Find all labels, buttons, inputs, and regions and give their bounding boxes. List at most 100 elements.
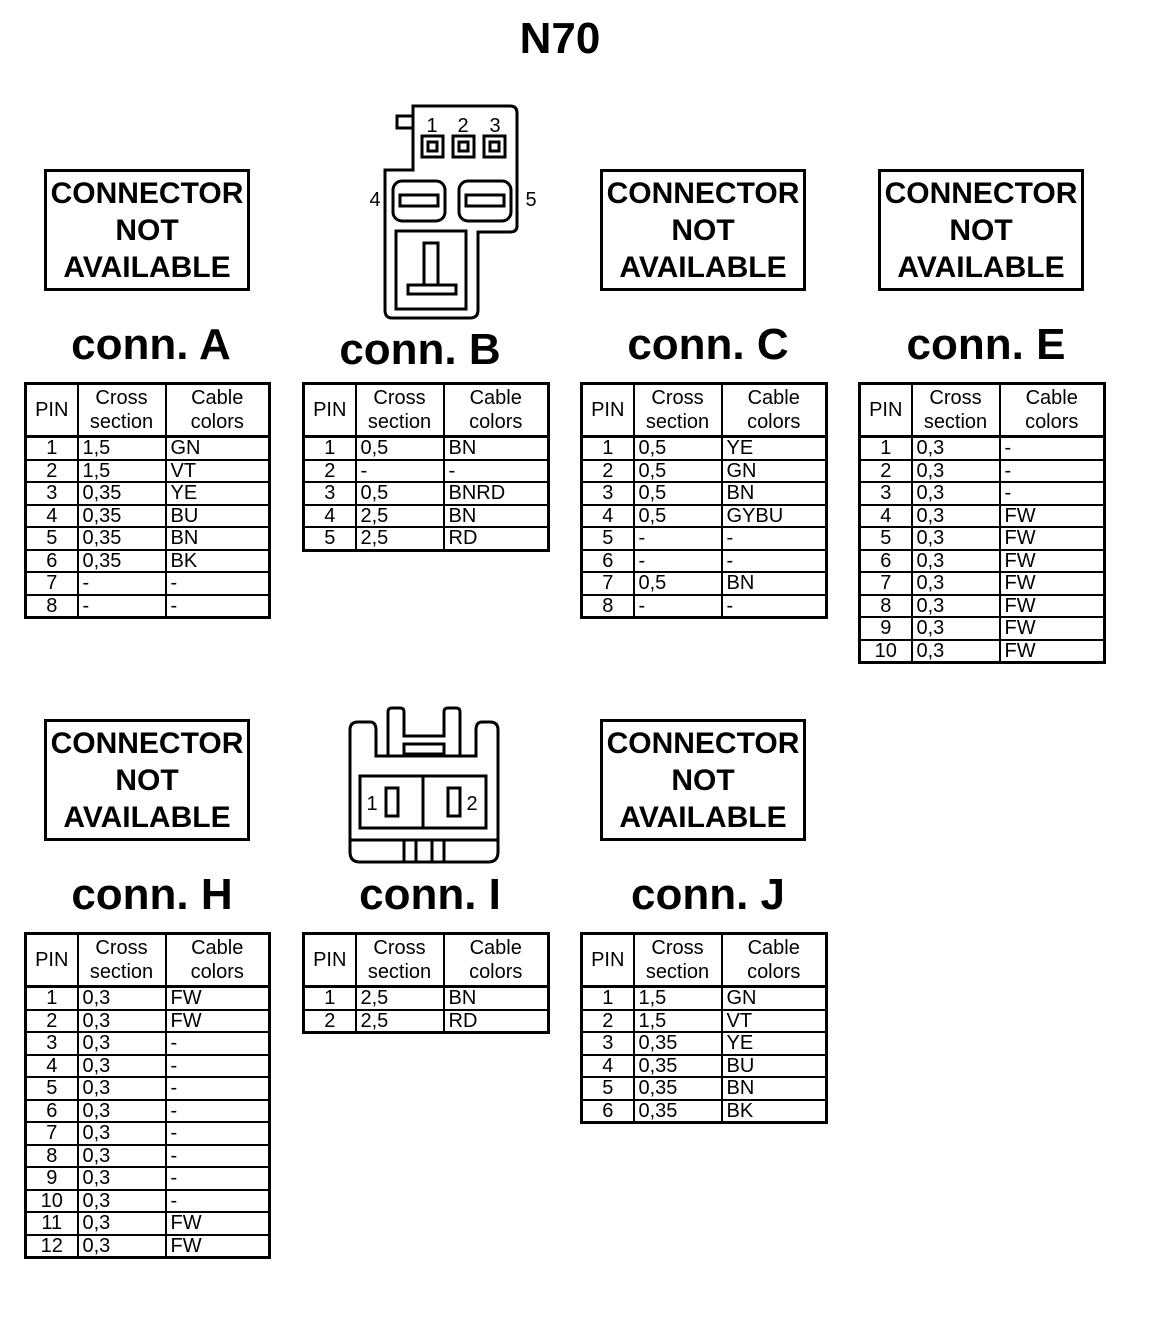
- cross-section-cell: 2,5: [354, 985, 445, 1011]
- cross-section-cell: 0,5: [354, 481, 445, 506]
- pin-number-cell: 4: [580, 503, 635, 528]
- pin-number-cell: 3: [24, 1031, 79, 1056]
- cable-color-cell: GYBU: [720, 503, 828, 528]
- cable-color-cell: BN: [720, 1076, 828, 1101]
- cross-section-cell: 0,3: [76, 1166, 167, 1191]
- cable-color-cell: -: [164, 1188, 271, 1213]
- pin-header: PIN: [302, 382, 357, 438]
- pin-number-cell: 1: [858, 435, 913, 461]
- cable-color-cell: FW: [998, 526, 1106, 551]
- cable-color-cell: -: [164, 1031, 271, 1056]
- cross-section-cell: 0,35: [632, 1053, 723, 1078]
- cable-color-cell: -: [164, 1098, 271, 1123]
- cable-color-cell: FW: [164, 985, 271, 1011]
- connector-b-pin-5-number: 5: [525, 189, 536, 211]
- connector-h-label: conn. H: [71, 870, 233, 919]
- cable-color-cell: -: [998, 435, 1106, 461]
- cable-color-cell: BNRD: [442, 481, 550, 506]
- cable-color-cell: FW: [998, 503, 1106, 528]
- cable-color-cell: FW: [164, 1233, 271, 1259]
- cable-color-cell: -: [164, 1166, 271, 1191]
- pin-header: PIN: [24, 932, 79, 988]
- cross-section-cell: 0,5: [354, 435, 445, 461]
- connector-b-pin-1-number: 1: [426, 115, 437, 137]
- cable-color-cell: BN: [442, 985, 550, 1011]
- cross-section-cell: 2,5: [354, 1008, 445, 1034]
- pin-number-cell: 12: [24, 1233, 79, 1259]
- pin-number-cell: 5: [24, 526, 79, 551]
- connector-i-pin-1-number: 1: [366, 793, 377, 815]
- cable-color-cell: FW: [998, 616, 1106, 641]
- cross-section-cell: 0,5: [632, 481, 723, 506]
- pin-number-cell: 10: [24, 1188, 79, 1213]
- pin-number-cell: 2: [580, 1008, 635, 1033]
- cable-color-cell: BU: [164, 503, 271, 528]
- cross-section-cell: 2,5: [354, 503, 445, 528]
- cross-section-cell: 0,3: [76, 1008, 167, 1033]
- cable-color-cell: BN: [720, 571, 828, 596]
- pin-number-cell: 2: [858, 458, 913, 483]
- connector-j-label: conn. J: [630, 870, 786, 919]
- cross-section-cell: 1,5: [632, 985, 723, 1011]
- cable-color-cell: -: [720, 526, 828, 551]
- cable-color-cell: BN: [442, 503, 550, 528]
- pin-number-cell: 2: [580, 458, 635, 483]
- cable-color-cell: FW: [998, 638, 1106, 664]
- cross-section-cell: 0,35: [632, 1076, 723, 1101]
- cable-color-cell: -: [720, 593, 828, 619]
- pin-number-cell: 1: [580, 435, 635, 461]
- cable-color-cell: BN: [164, 526, 271, 551]
- cable-color-cell: FW: [164, 1211, 271, 1236]
- cable-color-cell: RD: [442, 1008, 550, 1034]
- cable-color-cell: -: [164, 1076, 271, 1101]
- cable-color-cell: -: [164, 593, 271, 619]
- pin-header: PIN: [24, 382, 79, 438]
- cable-color-cell: YE: [720, 435, 828, 461]
- cross-section-cell: 0,3: [910, 593, 1001, 618]
- pin-number-cell: 7: [580, 571, 635, 596]
- pin-number-cell: 1: [302, 985, 357, 1011]
- pin-number-cell: 8: [580, 593, 635, 619]
- table-row: 5--: [580, 526, 828, 551]
- cable-color-cell: GN: [720, 458, 828, 483]
- connector-i-pin-2-number: 2: [466, 793, 477, 815]
- cross-section-cell: 1,5: [76, 458, 167, 483]
- pin-header: PIN: [580, 932, 635, 988]
- pin-header: PIN: [302, 932, 357, 988]
- pin-number-cell: 6: [580, 1098, 635, 1124]
- pin-number-cell: 8: [24, 593, 79, 619]
- pin-header: PIN: [580, 382, 635, 438]
